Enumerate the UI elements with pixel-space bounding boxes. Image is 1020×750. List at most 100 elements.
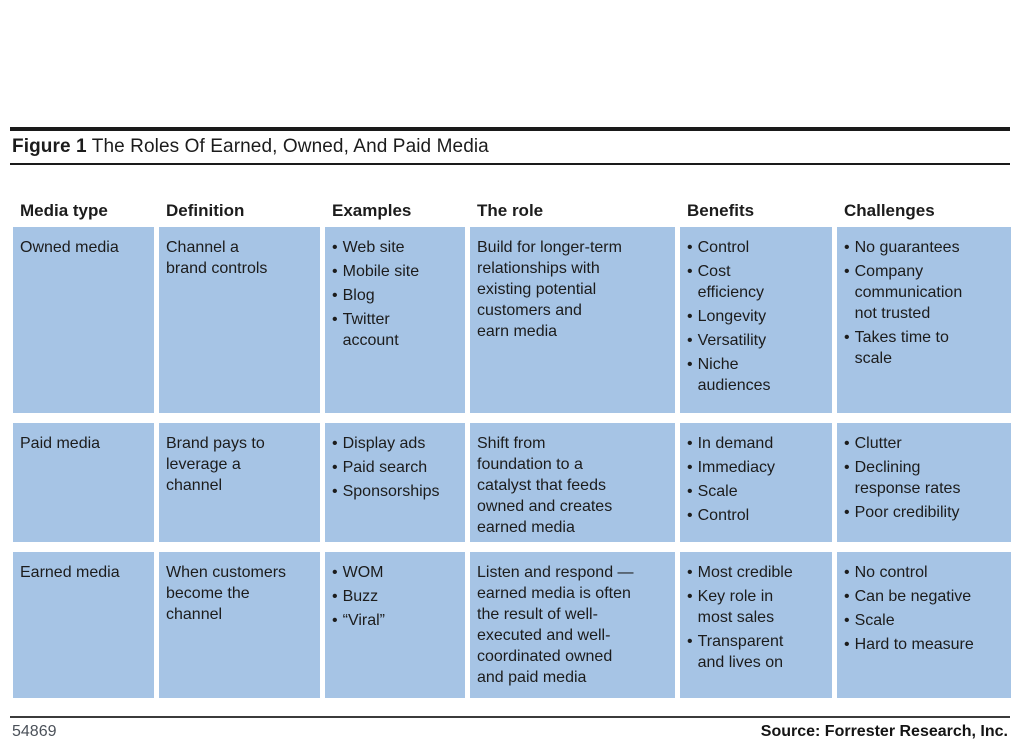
definition-text: Brand pays to leverage a channel <box>166 435 265 494</box>
bullet-text: Control <box>697 507 750 524</box>
bullet-item: •In demand <box>687 433 827 454</box>
bullet-item: •No guarantees <box>844 237 1006 258</box>
bullet-text: Transparent and lives on <box>697 633 784 671</box>
bullet-text: Most credible <box>697 564 793 581</box>
role-cell: Build for longer-term relationships with… <box>470 227 675 413</box>
bullet-item: •Clutter <box>844 433 1006 454</box>
bullet-glyph: • <box>687 332 693 349</box>
media-type-text: Paid media <box>20 435 101 452</box>
column-header-definition: Definition <box>166 201 245 220</box>
column-header-benefits: Benefits <box>687 201 755 220</box>
table-header-row: Media type Definition Examples The role … <box>13 201 1010 221</box>
bullet-item: •WOM <box>332 562 460 583</box>
bullet-glyph: • <box>332 263 338 280</box>
bullet-item: •Longevity <box>687 306 827 327</box>
bullet-item: •Versatility <box>687 330 827 351</box>
bullet-glyph: • <box>687 263 693 280</box>
bullet-text: Scale <box>697 483 738 500</box>
definition-cell: Channel a brand controls <box>159 227 320 413</box>
bullet-glyph: • <box>332 459 338 476</box>
column-header-media-type: Media type <box>20 201 108 220</box>
bullet-item: •“Viral” <box>332 610 460 631</box>
bullet-glyph: • <box>844 504 850 521</box>
bullet-glyph: • <box>844 459 850 476</box>
bullet-item: •Twitter account <box>332 309 460 351</box>
role-cell: Listen and respond — earned media is oft… <box>470 552 675 698</box>
bullet-text: Hard to measure <box>854 636 974 653</box>
bullet-item: •No control <box>844 562 1006 583</box>
bullet-text: Niche audiences <box>697 356 771 394</box>
bullet-item: •Control <box>687 505 827 526</box>
bullet-text: No guarantees <box>854 239 960 256</box>
bullet-text: Sponsorships <box>342 483 440 500</box>
bullet-text: Buzz <box>342 588 379 605</box>
bullet-text: Company communication not trusted <box>854 263 963 322</box>
bullet-glyph: • <box>844 636 850 653</box>
bullet-item: •Takes time to scale <box>844 327 1006 369</box>
bullet-glyph: • <box>332 311 338 328</box>
bullet-glyph: • <box>844 612 850 629</box>
bullet-text: Paid search <box>342 459 428 476</box>
benefits-cell: •Most credible•Key role in most sales•Tr… <box>680 552 832 698</box>
role-text: Build for longer-term relationships with… <box>477 239 622 340</box>
media-type-text: Owned media <box>20 239 119 256</box>
bullet-text: Control <box>697 239 750 256</box>
bullet-text: Longevity <box>697 308 767 325</box>
bullet-text: Blog <box>342 287 375 304</box>
bullet-text: Versatility <box>697 332 767 349</box>
bullet-item: •Blog <box>332 285 460 306</box>
challenges-cell: •Clutter•Declining response rates•Poor c… <box>837 423 1011 542</box>
top-divider <box>10 127 1010 131</box>
bullet-text: WOM <box>342 564 384 581</box>
bullet-glyph: • <box>332 287 338 304</box>
bullet-text: Twitter account <box>342 311 399 349</box>
bullet-text: Immediacy <box>697 459 775 476</box>
bullet-item: •Sponsorships <box>332 481 460 502</box>
bullet-glyph: • <box>844 435 850 452</box>
bullet-text: Mobile site <box>342 263 420 280</box>
column-header-challenges: Challenges <box>844 201 935 220</box>
bullet-item: •Paid search <box>332 457 460 478</box>
definition-cell: When customers become the channel <box>159 552 320 698</box>
bullet-item: •Key role in most sales <box>687 586 827 628</box>
figure-title: Figure 1 The Roles Of Earned, Owned, And… <box>12 135 489 159</box>
media-roles-table: Owned media Channel a brand controls •We… <box>13 227 1011 698</box>
bullet-glyph: • <box>844 239 850 256</box>
role-text: Listen and respond — earned media is oft… <box>477 564 634 686</box>
media-type-cell: Owned media <box>13 227 154 413</box>
bullet-item: •Cost efficiency <box>687 261 827 303</box>
bullet-glyph: • <box>332 483 338 500</box>
column-header-the-role: The role <box>477 201 544 220</box>
bullet-item: •Declining response rates <box>844 457 1006 499</box>
bullet-glyph: • <box>687 588 693 605</box>
bullet-text: “Viral” <box>342 612 385 629</box>
bullet-glyph: • <box>687 308 693 325</box>
bullet-item: •Company communication not trusted <box>844 261 1006 324</box>
bullet-glyph: • <box>687 239 693 256</box>
bullet-text: Takes time to scale <box>854 329 949 367</box>
column-header-examples: Examples <box>332 201 412 220</box>
bullet-text: Declining response rates <box>854 459 961 497</box>
figure-label: Figure 1 <box>12 136 87 157</box>
bullet-item: •Immediacy <box>687 457 827 478</box>
bullet-text: Display ads <box>342 435 426 452</box>
bullet-glyph: • <box>687 633 693 650</box>
figure-number: 54869 <box>12 723 57 740</box>
examples-cell: •Display ads•Paid search•Sponsorships <box>325 423 465 542</box>
definition-text: When customers become the channel <box>166 564 287 623</box>
bullet-text: Web site <box>342 239 405 256</box>
bullet-glyph: • <box>332 435 338 452</box>
bullet-item: •Scale <box>844 610 1006 631</box>
examples-cell: •Web site•Mobile site•Blog•Twitter accou… <box>325 227 465 413</box>
bullet-glyph: • <box>844 263 850 280</box>
media-type-text: Earned media <box>20 564 120 581</box>
bullet-text: Cost efficiency <box>697 263 765 301</box>
bullet-item: •Poor credibility <box>844 502 1006 523</box>
source-attribution: Source: Forrester Research, Inc. <box>760 723 1008 740</box>
bullet-item: •Buzz <box>332 586 460 607</box>
title-divider <box>10 163 1010 165</box>
benefits-cell: •Control•Cost efficiency•Longevity•Versa… <box>680 227 832 413</box>
bullet-item: •Control <box>687 237 827 258</box>
challenges-cell: •No control•Can be negative•Scale•Hard t… <box>837 552 1011 698</box>
bullet-text: Poor credibility <box>854 504 960 521</box>
